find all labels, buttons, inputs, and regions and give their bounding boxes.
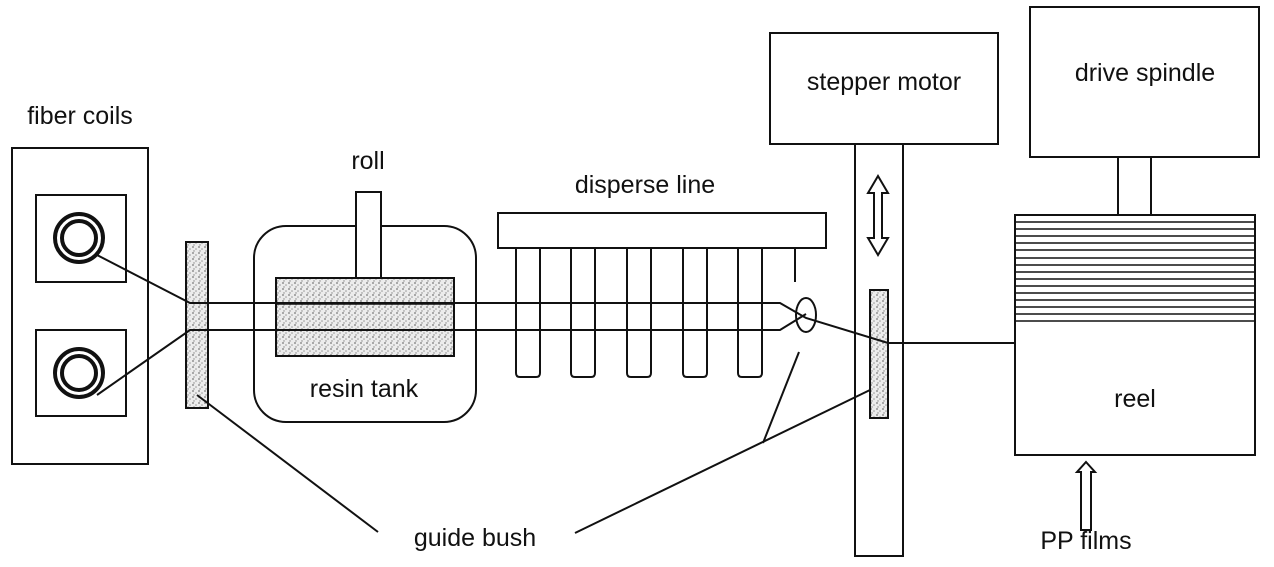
stepper-motor-label: stepper motor [807,68,961,96]
drive-spindle [1029,6,1260,158]
disperse-line-label: disperse line [575,171,715,199]
guide-bush-left [185,241,209,409]
double-arrow-icon [866,174,890,257]
roll-label: roll [351,147,384,175]
resin-bath [275,277,455,357]
stepper-motor-unit [769,32,999,557]
fiber-path [96,254,1015,396]
pp-films-label: PP films [1040,527,1131,555]
guide-bush-label: guide bush [414,524,536,552]
fiber-coil-lower [53,347,105,399]
guide-bush-leaders [196,351,871,534]
reel-unit [1014,6,1260,531]
reel-label: reel [1114,385,1156,413]
fiber-coil-lower-box [35,329,127,417]
fiber-coils-label: fiber coils [27,102,133,130]
resin-tank-label: resin tank [310,375,419,403]
drive-spindle-label: drive spindle [1075,59,1215,87]
fiber-strand-upper [96,254,1015,344]
spindle-shaft [1117,156,1152,216]
winding-layers [1015,221,1255,322]
disperse-line-bar [497,212,827,249]
disperse-pin [682,248,708,378]
up-arrow-icon [1074,460,1098,531]
reel [1014,214,1256,456]
stepper-motor [769,32,999,145]
disperse-pin [626,248,652,378]
disperse-pin [570,248,596,378]
fiber-coil-upper-box [35,194,127,283]
fiber-coils-unit [11,147,149,465]
disperse-line-unit [497,212,827,378]
roll [355,191,382,281]
disperse-pin [737,248,763,378]
fiber-coil-upper [53,212,105,264]
fiber-strand-lower [96,313,807,396]
disperse-pin [515,248,541,378]
guide-eyelet [795,297,817,333]
guide-bush-right [869,289,889,419]
